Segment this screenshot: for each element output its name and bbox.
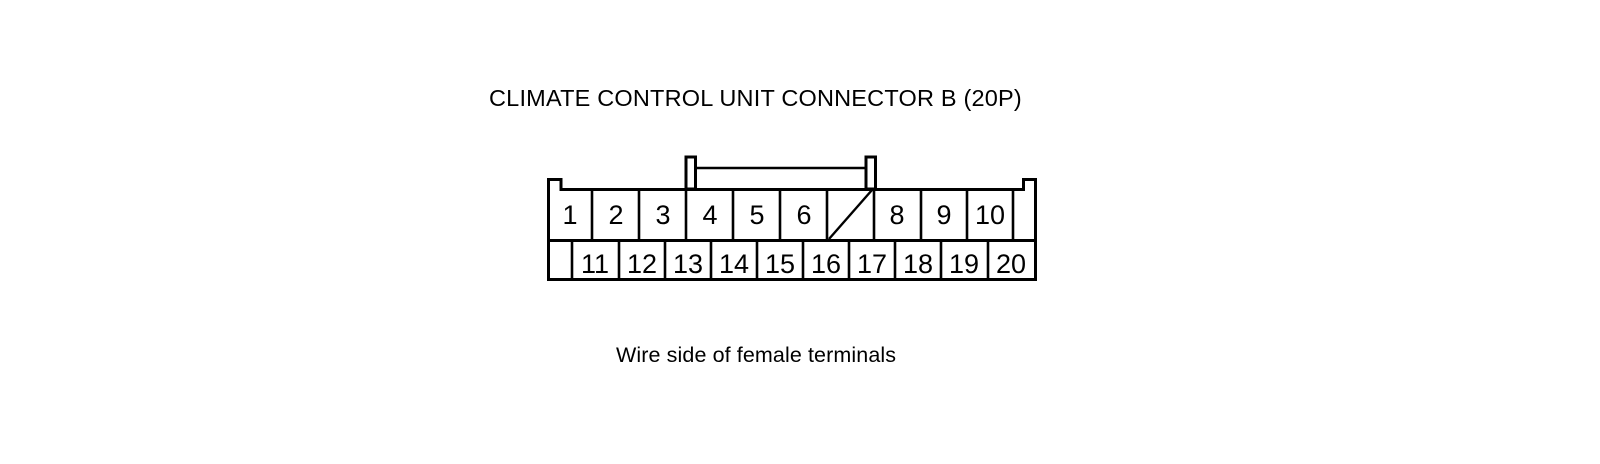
pin-label-3: 3 — [655, 200, 670, 230]
pin-label-5: 5 — [749, 200, 764, 230]
top-row-pin-labels: 1 2 3 4 5 6 8 9 10 — [562, 200, 1005, 230]
connector-latch — [684, 155, 877, 191]
pin-label-1: 1 — [562, 200, 577, 230]
top-row-separators — [590, 189, 1015, 241]
pin-label-16: 16 — [811, 249, 841, 279]
latch-post-right — [864, 155, 877, 191]
pin-label-19: 19 — [949, 249, 979, 279]
pin-label-8: 8 — [889, 200, 904, 230]
pin-label-4: 4 — [702, 200, 717, 230]
pin-label-17: 17 — [857, 249, 887, 279]
pin-label-9: 9 — [936, 200, 951, 230]
pin-label-2: 2 — [608, 200, 623, 230]
pin-label-18: 18 — [903, 249, 933, 279]
pin-label-15: 15 — [765, 249, 795, 279]
latch-post-left — [684, 155, 697, 191]
bottom-row-pin-labels: 11 12 13 14 15 16 17 18 19 20 — [581, 249, 1026, 279]
pin-label-11: 11 — [581, 249, 609, 279]
pin-label-20: 20 — [996, 249, 1026, 279]
bottom-row-separators — [570, 240, 990, 280]
pin-label-10: 10 — [975, 200, 1005, 230]
pin-label-13: 13 — [673, 249, 703, 279]
pin-label-6: 6 — [796, 200, 811, 230]
connector-outer-shell — [547, 178, 1037, 281]
diagram-title: CLIMATE CONTROL UNIT CONNECTOR B (20P) — [489, 85, 1022, 111]
diagram-caption: Wire side of female terminals — [616, 343, 896, 367]
pin-label-14: 14 — [719, 249, 749, 279]
unused-cavity-diagonal-icon — [828, 189, 873, 240]
pin-label-12: 12 — [627, 249, 657, 279]
